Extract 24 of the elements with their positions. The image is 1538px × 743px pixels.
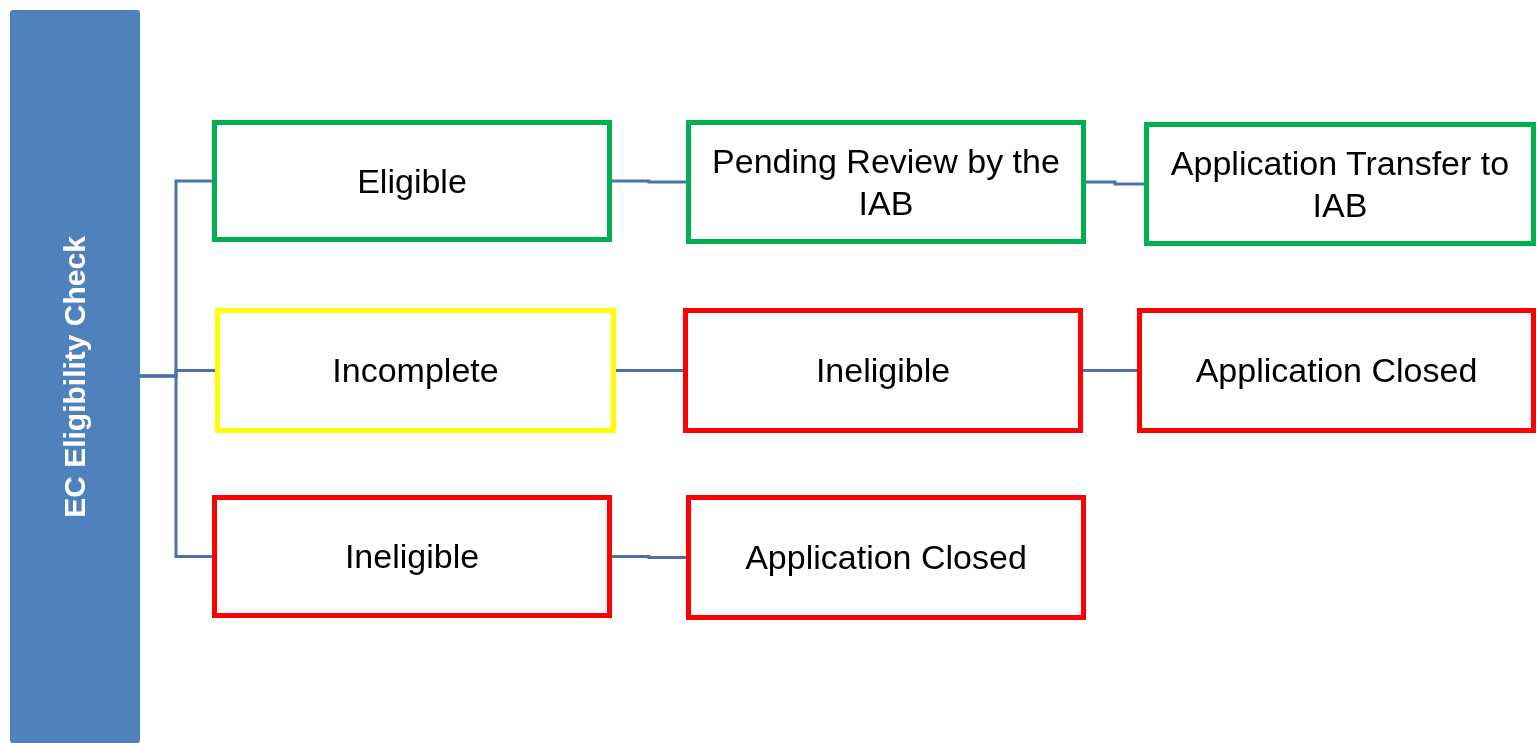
status-box — [1137, 308, 1536, 433]
connector-line — [140, 374, 212, 558]
status-label: Application Closed — [1194, 350, 1479, 392]
connector-line — [612, 179, 686, 184]
status-label: Eligible — [356, 160, 468, 202]
connector-line — [612, 555, 686, 559]
status-box — [683, 308, 1083, 433]
status-label: Ineligible — [814, 350, 952, 392]
category-bar — [10, 10, 140, 743]
status-box — [215, 308, 616, 433]
connector-line — [1083, 369, 1137, 372]
connector-line — [616, 369, 683, 372]
status-box — [686, 120, 1086, 244]
status-label: Ineligible — [343, 536, 481, 578]
status-box — [1144, 122, 1536, 246]
connector-line — [1086, 180, 1144, 186]
status-label: Pending Review by the IAB — [711, 140, 1061, 224]
status-label: Application Transfer to IAB — [1169, 142, 1511, 226]
status-box — [686, 495, 1086, 620]
status-label: Incomplete — [331, 350, 500, 392]
category-label: EC Eligibility Check — [57, 234, 93, 520]
status-box — [212, 495, 612, 618]
status-label: Application Closed — [744, 537, 1028, 579]
status-box — [212, 120, 612, 242]
